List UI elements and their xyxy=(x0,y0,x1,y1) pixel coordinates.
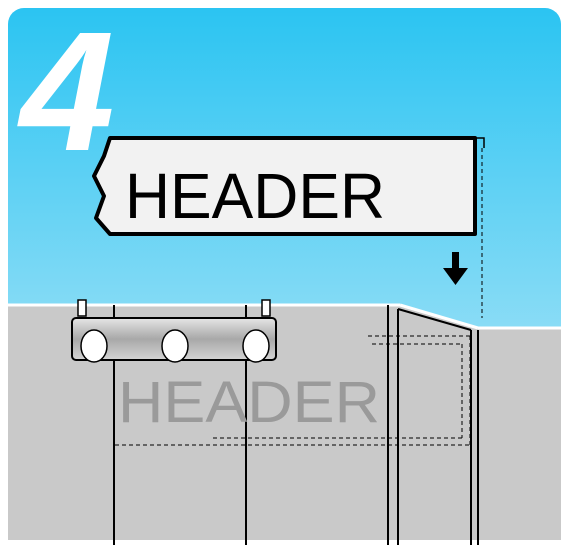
down-arrow-icon xyxy=(443,252,468,285)
installed-header-label: HEADER xyxy=(118,370,380,435)
light-bulb-icon xyxy=(161,329,189,363)
light-bar xyxy=(71,299,277,363)
header-panel: HEADER xyxy=(92,136,485,236)
cabinet-uprights xyxy=(113,305,479,545)
placement-guide xyxy=(115,148,483,446)
step-number: 4 xyxy=(17,0,115,187)
cabinet-wall xyxy=(8,303,561,546)
header-panel-label: HEADER xyxy=(125,160,385,232)
light-bulb-icon xyxy=(80,329,108,363)
light-bulb-icon xyxy=(242,329,270,363)
